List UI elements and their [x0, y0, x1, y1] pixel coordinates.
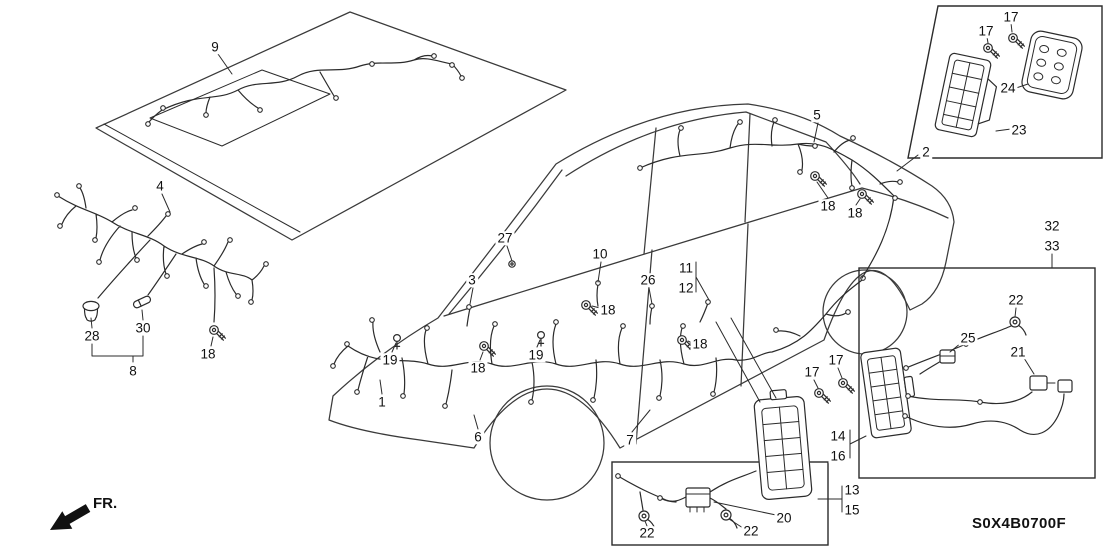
- ring-terminal-icon: [1009, 316, 1027, 336]
- bolt-icon: [857, 189, 875, 205]
- zoom-reference-lines: [715, 317, 777, 403]
- connector-dots: [54, 183, 269, 305]
- rear-harness: [637, 117, 903, 279]
- connector-dots: [637, 117, 903, 201]
- connector-block-14-16: [860, 347, 916, 439]
- detail-box-bottom: [611, 317, 829, 546]
- connector-dots: [330, 275, 866, 409]
- connector-plug: [1057, 379, 1073, 393]
- floor-harness: [330, 260, 866, 409]
- car-body-outline: [328, 103, 955, 501]
- dashboard-harness: [54, 183, 269, 323]
- connector-block-13-15: [753, 389, 813, 501]
- detail-box-frame: [907, 5, 1103, 159]
- roof-harness: [145, 53, 465, 127]
- control-unit-23: [934, 52, 998, 138]
- connector-dots: [615, 473, 663, 501]
- detail-box-right: [858, 267, 1096, 479]
- connector-25: [939, 349, 956, 364]
- leader-lines: [90, 22, 1053, 529]
- front-wheel: [489, 385, 605, 501]
- detail-box-top-right: [907, 5, 1103, 159]
- connector-24: [1021, 30, 1083, 100]
- bolt-icon: [838, 378, 856, 394]
- diagram-code: S0X4B0700F: [972, 515, 1067, 532]
- bolt-icon: [1008, 33, 1026, 49]
- fastener-icons: [82, 171, 875, 404]
- detail-box-frame: [611, 461, 829, 546]
- roof-panel: [95, 11, 567, 241]
- detail-box-frame: [858, 267, 1096, 479]
- pin-icon: [131, 294, 153, 310]
- round-connector-27: [508, 260, 516, 268]
- bolt-icon: [983, 43, 1001, 59]
- connector-21: [1029, 375, 1056, 391]
- fr-direction-arrow: [50, 504, 91, 530]
- bolt-icon: [581, 300, 599, 316]
- connector-dots: [145, 53, 465, 127]
- fr-label: FR.: [93, 495, 118, 512]
- relay-20: [685, 487, 711, 513]
- bolt-icon: [814, 388, 832, 404]
- bolt-icon: [209, 325, 226, 341]
